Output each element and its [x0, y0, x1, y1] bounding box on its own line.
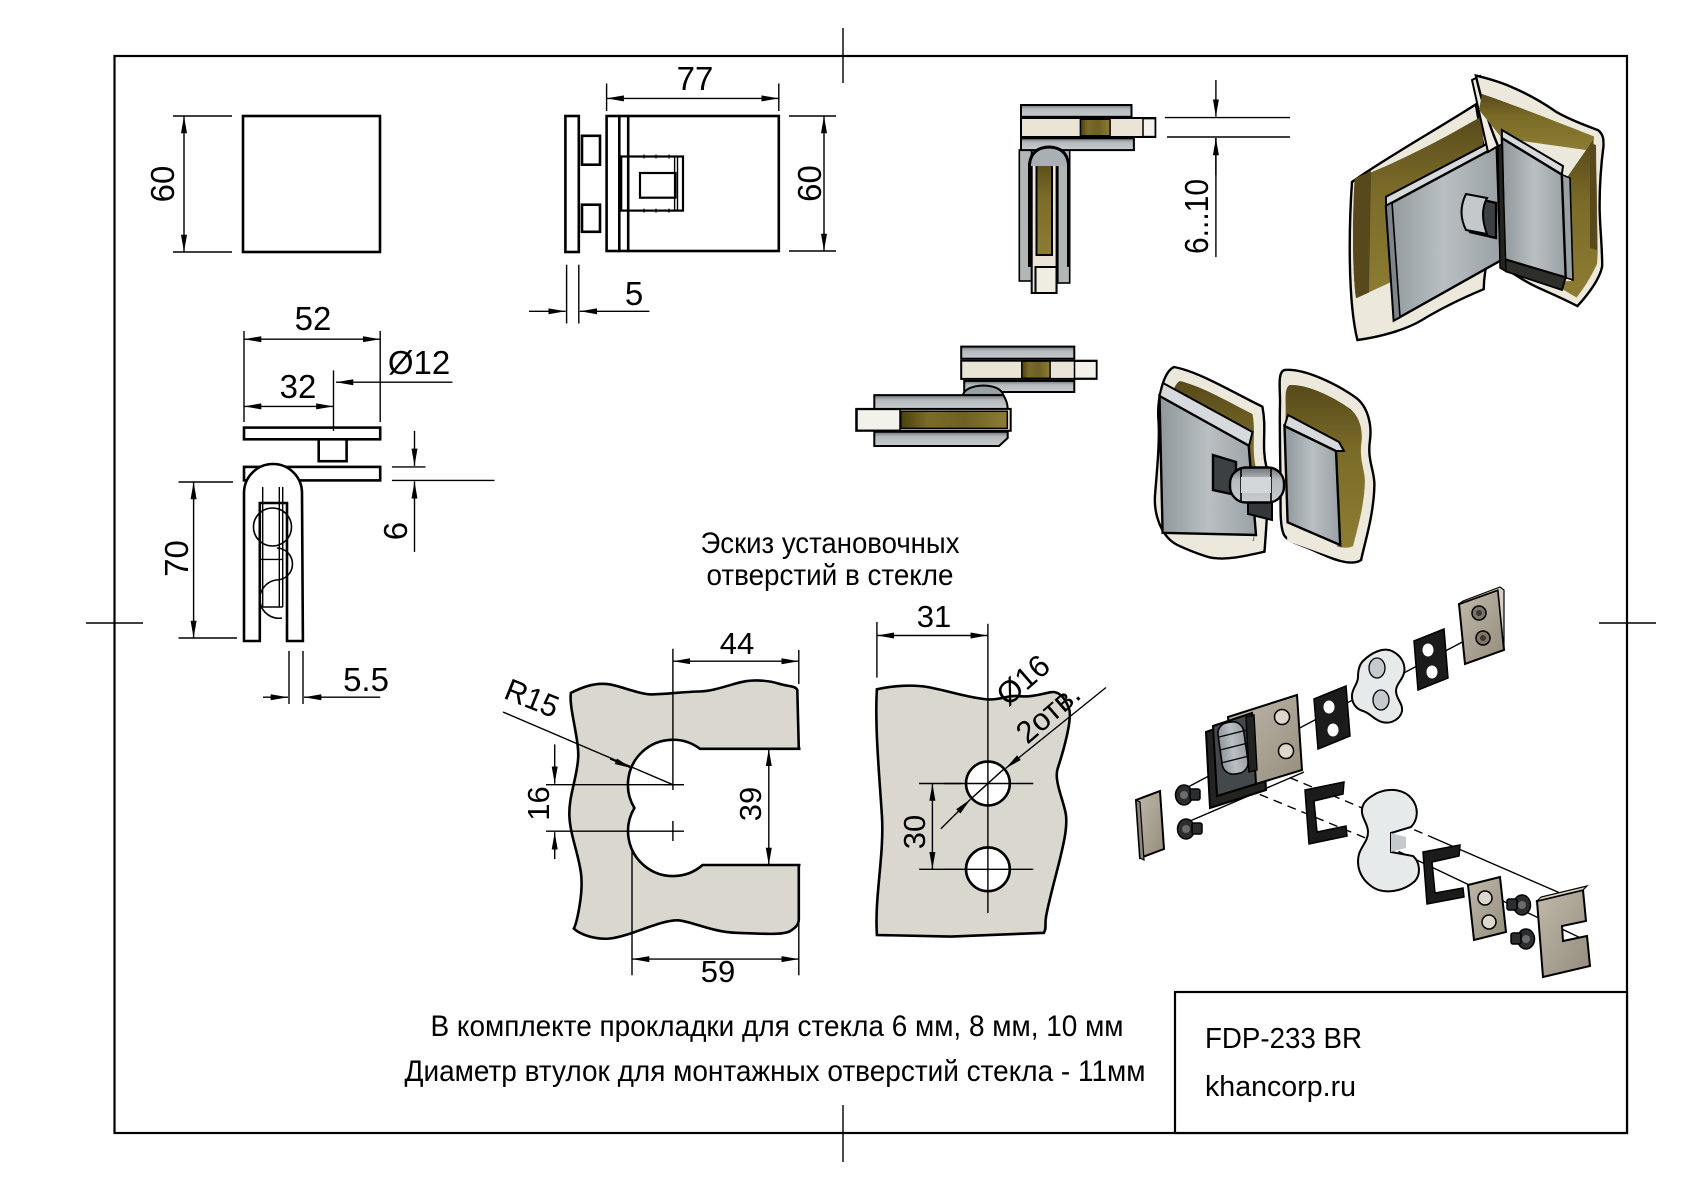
svg-text:60: 60: [791, 165, 828, 202]
svg-text:77: 77: [677, 60, 714, 97]
svg-text:khancorp.ru: khancorp.ru: [1205, 1071, 1356, 1103]
svg-text:44: 44: [720, 626, 754, 661]
svg-text:39: 39: [733, 787, 768, 821]
svg-text:Диаметр втулок для монтажных о: Диаметр втулок для монтажных отверстий с…: [405, 1055, 1146, 1088]
svg-text:6: 6: [377, 522, 414, 540]
svg-text:5: 5: [625, 275, 643, 312]
svg-text:В комплекте прокладки для стек: В комплекте прокладки для стекла 6 мм, 8…: [431, 1010, 1124, 1043]
svg-text:31: 31: [917, 599, 951, 634]
svg-text:FDP-233 BR: FDP-233 BR: [1205, 1023, 1362, 1055]
svg-text:16: 16: [521, 786, 556, 820]
svg-text:Эскиз установочных: Эскиз установочных: [701, 527, 960, 560]
svg-text:52: 52: [295, 300, 332, 337]
svg-text:59: 59: [701, 954, 735, 989]
svg-text:Ø12: Ø12: [388, 344, 450, 381]
svg-text:6...10: 6...10: [1178, 179, 1215, 254]
svg-text:32: 32: [280, 368, 317, 405]
svg-text:30: 30: [897, 815, 932, 849]
svg-text:отверстий в стекле: отверстий в стекле: [707, 559, 954, 592]
svg-text:60: 60: [144, 166, 181, 203]
svg-text:70: 70: [158, 540, 195, 577]
svg-text:5.5: 5.5: [343, 661, 389, 698]
